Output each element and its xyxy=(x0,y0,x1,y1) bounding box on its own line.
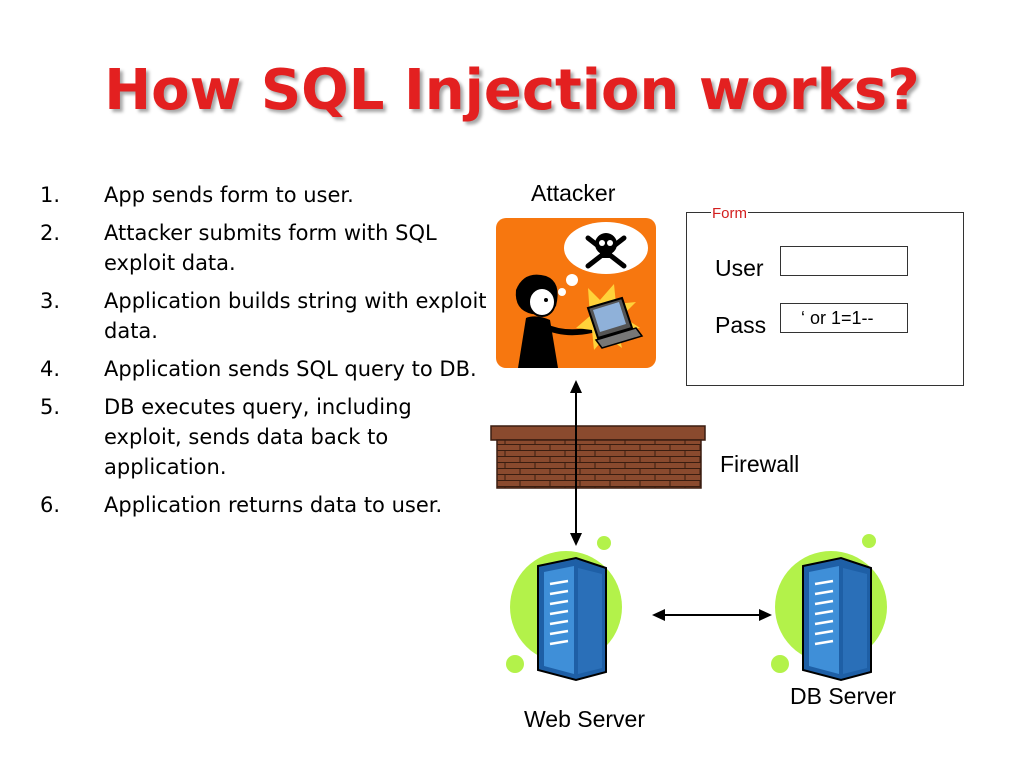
skull-icon xyxy=(585,233,627,269)
db-server-label: DB Server xyxy=(790,683,897,709)
step-number: 2. xyxy=(40,221,61,245)
step-item: 6. Application returns data to user. xyxy=(40,490,490,520)
steps-list: 1. App sends form to user. 2. Attacker sub… xyxy=(40,180,490,528)
form-legend: Form xyxy=(711,205,748,222)
web-server-icon xyxy=(506,536,622,682)
step-item: 2. Attacker submits form with SQL exploit… xyxy=(40,218,490,278)
step-text: Application returns data to user. xyxy=(104,493,443,517)
step-number: 5. xyxy=(40,395,61,419)
step-item: 5. DB executes query, including exploit, … xyxy=(40,392,490,482)
firewall-icon xyxy=(490,425,706,489)
user-label: User xyxy=(715,255,764,281)
step-item: 4. Application sends SQL query to DB. xyxy=(40,354,490,384)
step-number: 4. xyxy=(40,357,61,381)
firewall-label: Firewall xyxy=(720,451,800,477)
step-text: Application sends SQL query to DB. xyxy=(104,357,477,381)
webserver-dbserver-arrow xyxy=(652,609,772,621)
attacker-illustration xyxy=(496,218,656,368)
attacker-webserver-arrow xyxy=(570,380,582,546)
web-server-label: Web Server xyxy=(524,706,646,732)
step-text: App sends form to user. xyxy=(104,183,354,207)
step-text: DB executes query, including exploit, se… xyxy=(104,395,412,479)
step-number: 6. xyxy=(40,493,61,517)
step-item: 1. App sends form to user. xyxy=(40,180,490,210)
user-input[interactable] xyxy=(780,246,908,276)
pass-label: Pass xyxy=(715,312,767,338)
step-item: 3. Application builds string with exploit… xyxy=(40,286,490,346)
pass-input[interactable]: ‘ or 1=1-- xyxy=(780,303,908,333)
login-form: Form User Pass ‘ or 1=1-- xyxy=(686,205,964,386)
step-number: 1. xyxy=(40,183,61,207)
attacker-icon xyxy=(515,222,648,368)
step-text: Application builds string with exploit d… xyxy=(104,289,487,343)
db-server-icon xyxy=(771,534,887,682)
attacker-label: Attacker xyxy=(531,180,616,206)
step-text: Attacker submits form with SQL exploit d… xyxy=(104,221,437,275)
step-number: 3. xyxy=(40,289,61,313)
slide-title: How SQL Injection works? xyxy=(104,58,920,123)
